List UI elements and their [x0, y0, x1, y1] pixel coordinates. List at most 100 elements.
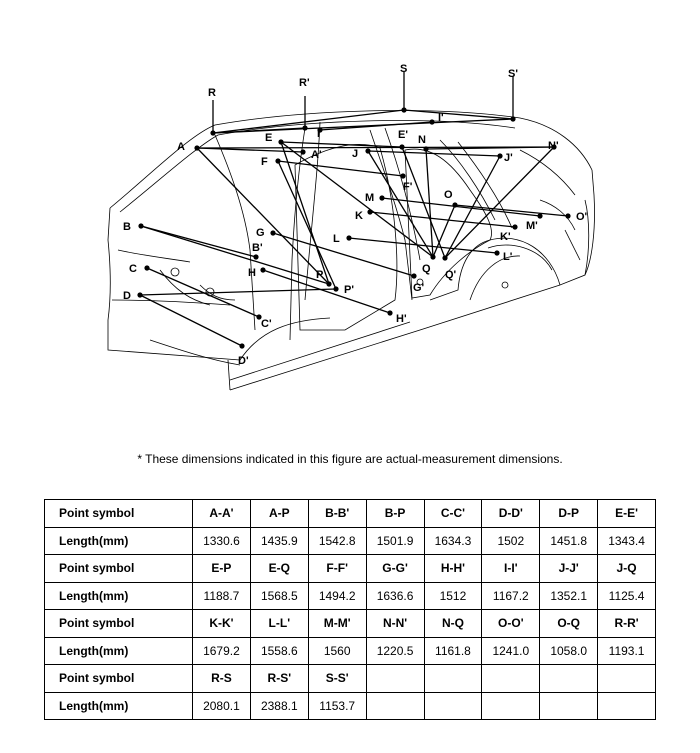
measurement-point	[442, 255, 448, 261]
length-cell: 1636.6	[365, 581, 425, 610]
measurement-point	[399, 144, 405, 150]
point-symbol-cell	[539, 664, 599, 693]
point-label: A'	[311, 149, 322, 161]
measurement-point	[275, 158, 281, 164]
point-symbol-cell: R-S'	[249, 664, 309, 693]
dimension-line	[212, 118, 514, 134]
dimension-line	[401, 146, 446, 259]
measurement-point	[260, 267, 266, 273]
dimension-line	[196, 146, 555, 149]
measurement-point	[565, 213, 571, 219]
point-label: M'	[526, 220, 538, 232]
measurement-point	[400, 173, 406, 179]
length-cell: 1241.0	[481, 636, 541, 665]
measurement-point	[365, 148, 371, 154]
point-label: S'	[508, 68, 518, 80]
point-label: G	[256, 227, 265, 239]
measurement-point	[253, 254, 259, 260]
point-symbol-cell	[423, 664, 483, 693]
length-cell: 1125.4	[597, 581, 656, 610]
measurement-point	[270, 230, 276, 236]
dimension-line	[277, 160, 337, 290]
length-cell: 1435.9	[249, 526, 309, 555]
measurement-point	[278, 139, 284, 145]
length-header: Length(mm)	[44, 636, 193, 665]
measurement-point	[317, 127, 323, 133]
length-cell	[481, 691, 541, 720]
measurement-point	[411, 273, 417, 279]
measurement-point	[138, 223, 144, 229]
point-symbol-cell: K-K'	[192, 609, 251, 638]
point-label: N	[418, 134, 426, 146]
point-label: B	[123, 221, 131, 233]
point-label: P	[316, 269, 323, 281]
point-symbol-cell: J-Q	[597, 554, 656, 583]
point-label: M	[365, 192, 374, 204]
length-cell: 1167.2	[481, 581, 541, 610]
length-cell: 1451.8	[539, 526, 599, 555]
length-cell: 1220.5	[365, 636, 425, 665]
length-cell	[539, 691, 599, 720]
measurement-point	[510, 116, 516, 122]
point-label: G'	[413, 282, 425, 294]
measurement-point	[430, 254, 436, 260]
length-cell: 1558.6	[249, 636, 309, 665]
length-cell: 1153.7	[307, 691, 367, 720]
dimension-line	[280, 141, 403, 148]
measurement-point	[333, 286, 339, 292]
dimension-lines	[139, 72, 569, 347]
length-header: Length(mm)	[44, 691, 193, 720]
length-cell: 1560	[307, 636, 367, 665]
point-symbol-cell: I-I'	[481, 554, 541, 583]
length-cell: 2080.1	[192, 691, 251, 720]
measurement-point	[401, 107, 407, 113]
point-label: S	[400, 63, 407, 75]
measurement-point	[194, 145, 200, 151]
point-label: A	[177, 141, 185, 153]
point-label: J	[352, 148, 358, 160]
length-cell	[597, 691, 656, 720]
point-label: L	[333, 233, 340, 245]
point-label: D	[123, 290, 131, 302]
point-symbol-cell: G-G'	[365, 554, 425, 583]
length-cell: 1501.9	[365, 526, 425, 555]
point-label: R	[208, 87, 216, 99]
dimension-line	[262, 269, 391, 314]
dimension-line	[139, 294, 243, 347]
measurement-point	[537, 213, 543, 219]
point-symbol-header: Point symbol	[44, 499, 193, 528]
measurement-point	[379, 195, 385, 201]
length-cell: 1679.2	[192, 636, 251, 665]
measurement-points	[137, 107, 571, 349]
point-symbol-cell: R-R'	[597, 609, 656, 638]
dimension-line	[272, 232, 415, 277]
measurement-point	[302, 125, 308, 131]
measurement-point	[429, 119, 435, 125]
dimension-line	[140, 225, 257, 258]
point-symbol-header: Point symbol	[44, 664, 193, 693]
point-label: F	[261, 156, 268, 168]
point-symbol-cell: N-N'	[365, 609, 425, 638]
dimension-line	[212, 109, 405, 134]
length-cell: 1568.5	[249, 581, 309, 610]
length-cell: 1634.3	[423, 526, 483, 555]
measurement-point	[387, 310, 393, 316]
point-symbol-header: Point symbol	[44, 554, 193, 583]
point-label: D'	[238, 355, 249, 367]
point-label: F'	[403, 181, 413, 193]
point-symbol-cell: F-F'	[307, 554, 367, 583]
length-cell: 1188.7	[192, 581, 251, 610]
point-symbol-cell: D-D'	[481, 499, 541, 528]
point-label: H'	[396, 313, 407, 325]
point-label: Q'	[445, 269, 457, 281]
dimension-line	[348, 237, 498, 254]
dimension-line	[196, 147, 330, 285]
point-label: H	[248, 267, 256, 279]
point-symbol-cell: H-H'	[423, 554, 483, 583]
